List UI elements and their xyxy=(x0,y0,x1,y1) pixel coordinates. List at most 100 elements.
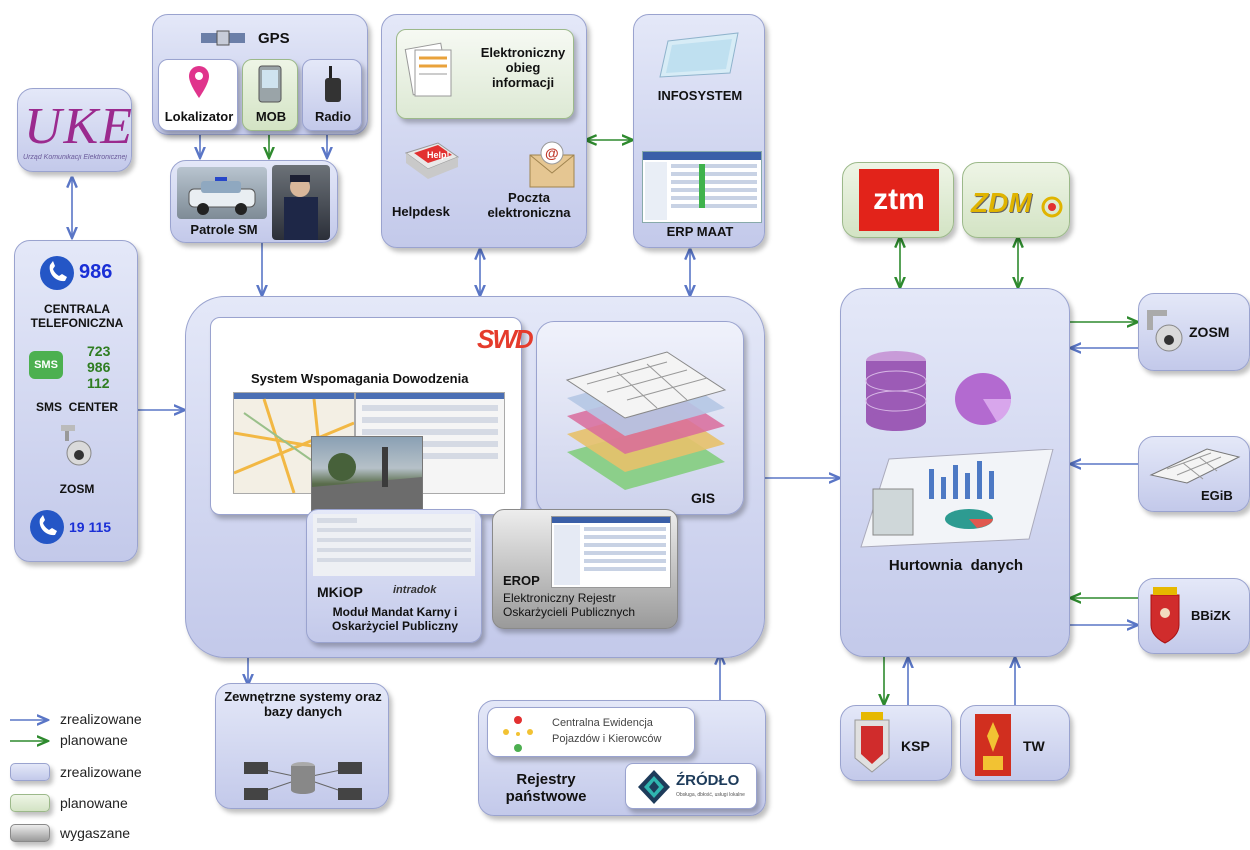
num-986: 986 xyxy=(79,261,113,283)
infosystem-box: INFOSYSTEM ERP MAAT xyxy=(633,14,765,248)
hurtownia-label: Hurtownia danych xyxy=(888,557,1024,574)
uke-subtitle: Urząd Komunikacji Elektronicznej xyxy=(23,154,127,161)
swd-title: System Wspomagania Dowodzenia xyxy=(251,371,469,386)
zosm-right-label: ZOSM xyxy=(1189,324,1230,340)
uke-logo: UKE xyxy=(24,98,134,155)
legend-box-blue-label: zrealizowane xyxy=(60,764,142,780)
sms-num-112: 112 xyxy=(87,375,110,391)
sms-icon: SMS xyxy=(29,351,63,379)
erop-panel[interactable]: EROP Elektroniczny Rejestr Oskarżycieli … xyxy=(492,509,678,629)
eobieg-label: Elektroniczny obieg informacji xyxy=(480,45,566,90)
swd-panel[interactable]: SWD System Wspomagania Dowodzenia xyxy=(210,317,534,516)
help-key-icon: Help! xyxy=(400,139,462,194)
centrala-label: CENTRALA TELEFONICZNA xyxy=(30,302,124,330)
legend-box-gray xyxy=(10,824,50,842)
mkiop-panel[interactable]: MKiOP intradok Moduł Mandat Karny i Oska… xyxy=(306,509,482,643)
legend-box-green xyxy=(10,794,50,812)
gis-layers-icon xyxy=(547,342,727,497)
officer-photo xyxy=(272,165,330,240)
tw-label: TW xyxy=(1023,738,1045,754)
gis-panel[interactable]: GIS xyxy=(536,321,744,515)
gps-box: GPS Lokalizator MOB Radio xyxy=(152,14,368,135)
gis-label: GIS xyxy=(691,490,716,506)
patrole-box: Patrole SM xyxy=(170,160,338,243)
help-key-text: Help! xyxy=(427,150,450,160)
uke-box: UKE Urząd Komunikacji Elektronicznej xyxy=(17,88,132,172)
cctv-camera-icon xyxy=(59,423,95,472)
ksp-label: KSP xyxy=(901,738,930,754)
zewn-label: Zewnętrzne systemy oraz bazy danych xyxy=(224,689,382,719)
zrodlo-label: ŹRÓDŁO xyxy=(676,772,740,789)
erp-screen-icon xyxy=(642,151,762,223)
documents-icon xyxy=(403,42,463,111)
legend-box-blue xyxy=(10,763,50,781)
erp-label: ERP MAAT xyxy=(666,224,734,239)
police-car-photo xyxy=(177,167,267,219)
patrole-label: Patrole SM xyxy=(190,222,258,237)
zrodlo-logo-icon xyxy=(636,768,672,811)
zosm-left-label: ZOSM xyxy=(59,482,95,496)
mkiop-screenshot xyxy=(313,514,475,576)
erop-screenshot xyxy=(551,516,671,588)
legend-arrow-blue-label: zrealizowane xyxy=(60,711,142,727)
gps-title: GPS xyxy=(258,30,290,47)
radio-icon xyxy=(323,66,345,109)
sms-center-label: SMS CENTER xyxy=(35,400,118,414)
ksp-box[interactable]: KSP xyxy=(840,705,952,781)
poczta-label: Poczta elektroniczna xyxy=(487,190,571,220)
sms-num-723: 723 xyxy=(87,343,111,359)
zdm-logo: ZDM xyxy=(971,187,1032,218)
bbizk-box[interactable]: BBiZK xyxy=(1138,578,1250,654)
infosystem-label: INFOSYSTEM xyxy=(657,88,743,103)
rejestry-box[interactable]: Centralna Ewidencja Pojazdów i Kierowców… xyxy=(478,700,766,816)
egib-label: EGiB xyxy=(1201,488,1233,503)
hurtownia-box: Hurtownia danych xyxy=(840,288,1070,657)
pda-icon xyxy=(257,64,283,109)
eobieg-box[interactable]: Elektroniczny obieg informacji xyxy=(396,29,574,119)
egib-box[interactable]: EGiB xyxy=(1138,436,1250,512)
database-icon xyxy=(863,349,929,438)
mob-label: MOB xyxy=(255,109,287,124)
swd-logo: SWD xyxy=(477,324,534,354)
helpdesk-label: Helpdesk xyxy=(392,204,450,219)
rejestry-label: Rejestry państwowe xyxy=(505,771,587,806)
phone-icon xyxy=(39,255,75,296)
ztm-logo: ztm xyxy=(859,169,939,231)
legend-arrow-green-label: planowane xyxy=(60,732,128,748)
cepik-panel: Centralna Ewidencja Pojazdów i Kierowców xyxy=(487,707,695,757)
satellite-icon xyxy=(201,23,245,60)
ztm-box[interactable]: ztm xyxy=(842,162,954,238)
tw-box[interactable]: TW xyxy=(960,705,1070,781)
zdm-box[interactable]: ZDM xyxy=(962,162,1070,238)
cepik-label: Centralna Ewidencja Pojazdów i Kierowców xyxy=(552,717,662,745)
radio-box[interactable]: Radio xyxy=(302,59,362,131)
warsaw-coat-of-arms-icon xyxy=(1147,585,1183,652)
eobieg-group-box: Elektroniczny obieg informacji Help! Hel… xyxy=(381,14,587,248)
location-pin-icon xyxy=(187,64,211,105)
radio-label: Radio xyxy=(314,109,352,124)
mkiop-desc: Moduł Mandat Karny i Oskarżyciel Publicz… xyxy=(331,605,459,633)
lokalizator-box[interactable]: Lokalizator xyxy=(158,59,238,131)
tw-emblem-icon xyxy=(973,712,1013,783)
zdm-emblem-icon xyxy=(1039,181,1065,226)
zrodlo-panel: ŹRÓDŁO Obsługa, dbłość, usługi lokalne xyxy=(625,763,757,809)
mob-box[interactable]: MOB xyxy=(242,59,298,131)
legend-box-gray-label: wygaszane xyxy=(60,825,131,841)
zosm-right-box[interactable]: ZOSM xyxy=(1138,293,1250,371)
bbizk-label: BBiZK xyxy=(1191,608,1231,623)
centrala-box: 986 CENTRALA TELEFONICZNA SMS 723 986 11… xyxy=(14,240,138,562)
zrodlo-sub: Obsługa, dbłość, usługi lokalne xyxy=(676,792,745,798)
report-charts-icon xyxy=(859,448,1055,554)
num-19115: 19 115 xyxy=(69,519,112,535)
zewn-box[interactable]: Zewnętrzne systemy oraz bazy danych xyxy=(215,683,389,809)
mkiop-title: MKiOP xyxy=(317,584,363,600)
erop-title: EROP xyxy=(503,573,540,588)
lokalizator-label: Lokalizator xyxy=(164,109,234,124)
egib-map-icon xyxy=(1147,445,1241,490)
erop-desc: Elektroniczny Rejestr Oskarżycieli Publi… xyxy=(503,591,636,619)
phone-19115-icon xyxy=(29,509,65,550)
network-servers-icon xyxy=(236,750,370,811)
pie-chart-icon xyxy=(953,369,1019,434)
svg-text:@: @ xyxy=(545,145,559,161)
email-envelope-icon: @ xyxy=(528,141,576,196)
